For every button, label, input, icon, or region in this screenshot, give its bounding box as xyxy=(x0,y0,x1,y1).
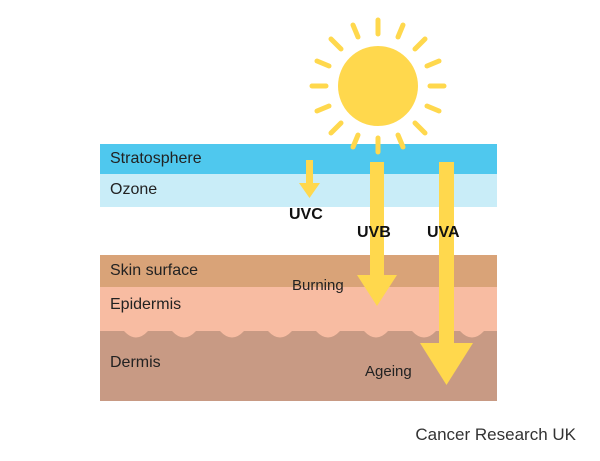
burning-label: Burning xyxy=(292,277,344,294)
dermis-layer xyxy=(100,331,497,401)
uvb-label: UVB xyxy=(357,224,391,241)
sun-icon xyxy=(309,17,447,155)
ageing-label: Ageing xyxy=(365,363,412,380)
uvc-arrow xyxy=(299,160,320,198)
skin-surface-label: Skin surface xyxy=(110,262,199,279)
skin-surface-layer: Skin surface xyxy=(100,255,497,287)
stratosphere-layer: Stratosphere xyxy=(100,144,497,174)
epidermis-wavy-boundary xyxy=(100,320,497,338)
uvb-arrow xyxy=(357,162,397,306)
dermis-label: Dermis xyxy=(110,354,161,371)
credit-text: Cancer Research UK xyxy=(415,425,576,444)
epidermis-label: Epidermis xyxy=(110,296,182,313)
uvc-label: UVC xyxy=(289,206,323,223)
ozone-label: Ozone xyxy=(110,181,158,198)
uva-arrow xyxy=(420,162,473,385)
ozone-layer: Ozone xyxy=(100,174,497,207)
uva-label: UVA xyxy=(427,224,460,241)
stratosphere-label: Stratosphere xyxy=(110,150,202,167)
